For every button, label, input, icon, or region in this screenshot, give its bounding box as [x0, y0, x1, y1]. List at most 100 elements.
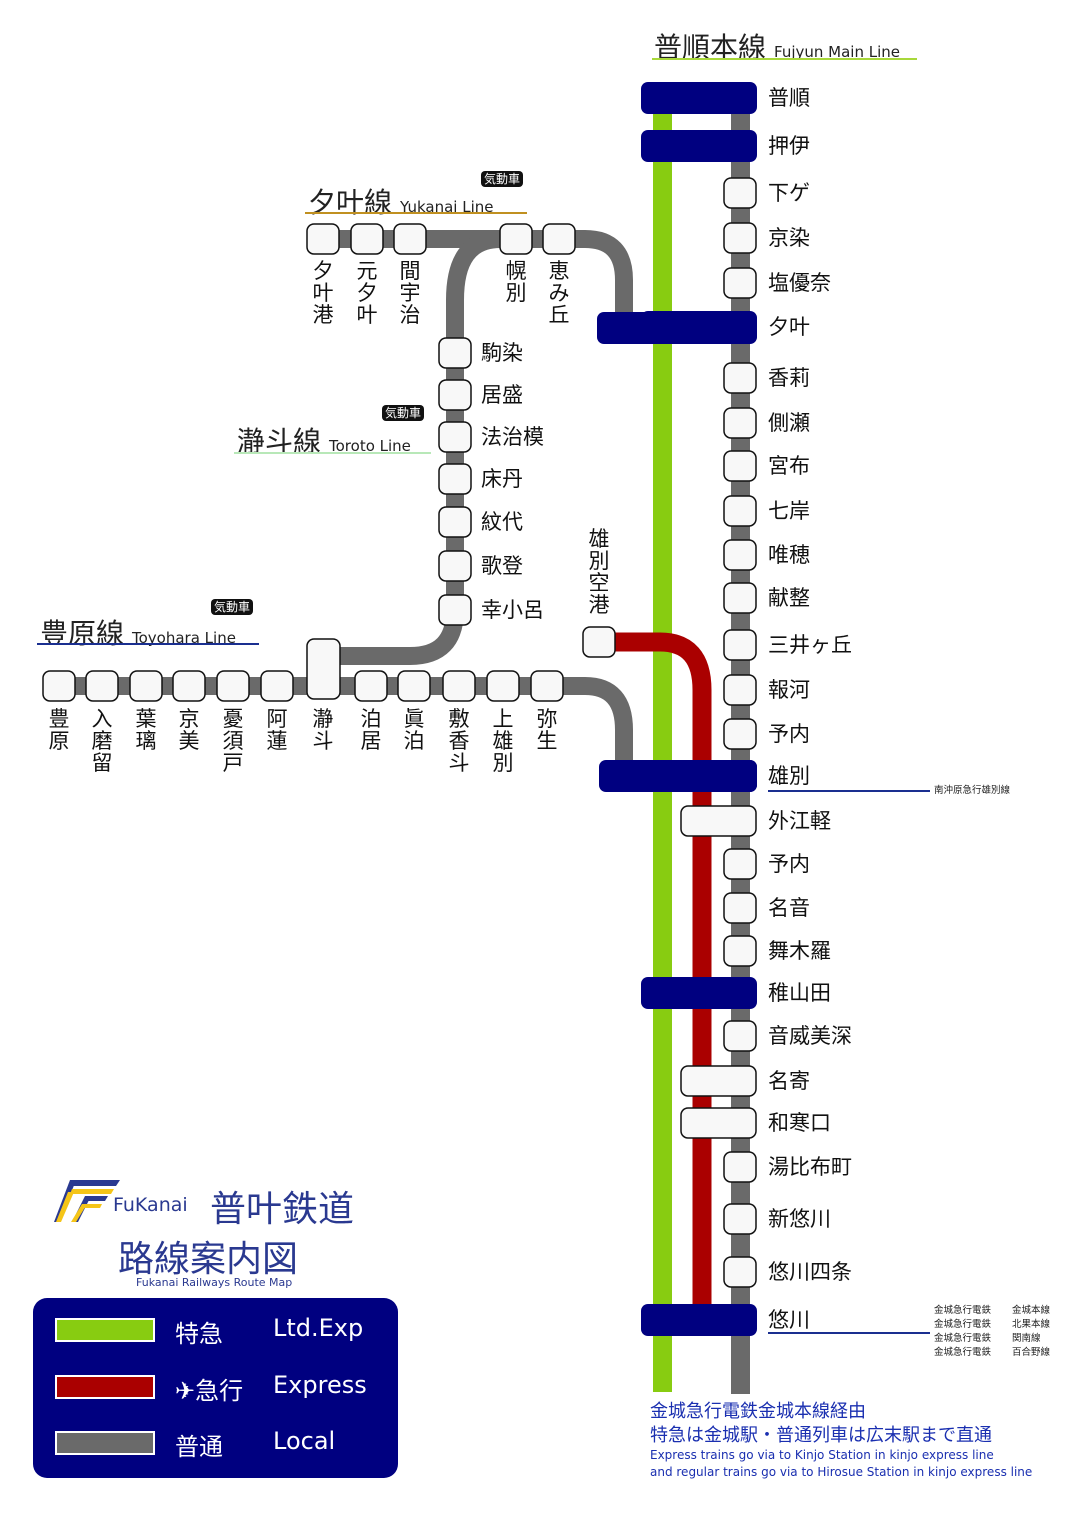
major-station-marker[interactable]	[641, 130, 757, 162]
toyohara-station-marker[interactable]	[397, 670, 431, 702]
toyohara-station-label[interactable]: 上雄別	[492, 707, 514, 775]
express-station-marker[interactable]	[680, 1107, 757, 1139]
major-station-marker[interactable]	[641, 82, 757, 114]
toroto-station-label[interactable]: 幸小呂	[481, 598, 544, 622]
toyohara-station-marker[interactable]	[85, 670, 119, 702]
toyohara-station-marker[interactable]	[129, 670, 163, 702]
station-label[interactable]: 外江軽	[768, 809, 831, 833]
station-label[interactable]: 下ゲ	[768, 181, 810, 205]
toyohara-station-marker[interactable]	[442, 670, 476, 702]
station-label[interactable]: 側瀬	[768, 411, 810, 435]
station-label[interactable]: 塩優奈	[768, 271, 831, 295]
station-label[interactable]: 京染	[768, 226, 810, 250]
local-station-marker[interactable]	[723, 450, 757, 482]
local-station-marker[interactable]	[723, 495, 757, 527]
yukanai-junction-marker[interactable]	[597, 312, 757, 344]
local-station-marker[interactable]	[723, 177, 757, 209]
toroto-station-marker[interactable]	[438, 506, 472, 538]
airport-station-marker[interactable]	[582, 626, 616, 658]
station-label[interactable]: 香莉	[768, 366, 810, 390]
yukanai-station-label[interactable]: 元夕叶	[356, 259, 378, 327]
yukanai-station-marker[interactable]	[350, 223, 384, 255]
major-station-marker[interactable]	[641, 1304, 757, 1336]
yukanai-station-label[interactable]: 幌別	[505, 259, 527, 305]
toyohara-station-label[interactable]: 豊原	[48, 707, 70, 753]
express-station-marker[interactable]	[680, 805, 757, 837]
local-station-marker[interactable]	[723, 582, 757, 614]
toyohara-station-marker[interactable]	[42, 670, 76, 702]
local-station-marker[interactable]	[723, 222, 757, 254]
station-label[interactable]: 悠川四条	[768, 1260, 852, 1284]
yukanai-station-marker[interactable]	[542, 223, 576, 255]
toyohara-station-label[interactable]: 入磨留	[91, 707, 113, 775]
toyohara-station-label[interactable]: 葉璃	[135, 707, 157, 753]
local-station-marker[interactable]	[723, 848, 757, 880]
station-label[interactable]: 音威美深	[768, 1024, 852, 1048]
local-station-marker[interactable]	[723, 407, 757, 439]
station-label[interactable]: 舞木羅	[768, 939, 831, 963]
local-station-marker[interactable]	[723, 1203, 757, 1235]
station-label[interactable]: 名寄	[768, 1069, 810, 1093]
toyohara-station-marker[interactable]	[260, 670, 294, 702]
station-label[interactable]: 押伊	[768, 134, 810, 158]
toyohara-station-marker[interactable]	[530, 670, 564, 702]
toroto-station-label[interactable]: 法治模	[481, 425, 544, 449]
toyohara-station-label[interactable]: 敷香斗	[448, 707, 470, 775]
local-station-marker[interactable]	[723, 539, 757, 571]
toroto-station-marker[interactable]	[438, 421, 472, 453]
station-label[interactable]: 報河	[768, 678, 810, 702]
toyohara-station-label[interactable]: 眞泊	[403, 707, 425, 753]
local-station-marker[interactable]	[723, 892, 757, 924]
yukanai-station-label[interactable]: 恵み丘	[548, 259, 570, 327]
station-label[interactable]: 夕叶	[768, 315, 810, 339]
toroto-station-label[interactable]: 床丹	[481, 467, 523, 491]
toyohara-junction-marker[interactable]	[306, 638, 341, 700]
station-label[interactable]: 三井ヶ丘	[768, 633, 852, 657]
yukanai-station-marker[interactable]	[393, 223, 427, 255]
station-label[interactable]: 予内	[768, 722, 810, 746]
yukanai-station-marker[interactable]	[499, 223, 533, 255]
toyohara-station-marker[interactable]	[486, 670, 520, 702]
local-station-marker[interactable]	[723, 674, 757, 706]
airport-station-label[interactable]: 雄別空港	[588, 527, 610, 617]
toroto-station-marker[interactable]	[438, 550, 472, 582]
toyohara-station-marker[interactable]	[172, 670, 206, 702]
toyohara-station-label[interactable]: 憂須戸	[222, 707, 244, 775]
local-station-marker[interactable]	[723, 1256, 757, 1288]
station-label[interactable]: 献整	[768, 586, 810, 610]
local-station-marker[interactable]	[723, 1020, 757, 1052]
toyohara-station-marker[interactable]	[354, 670, 388, 702]
toyohara-station-label[interactable]: 瀞斗	[312, 707, 334, 753]
toyohara-station-label[interactable]: 泊居	[360, 707, 382, 753]
toroto-station-label[interactable]: 居盛	[481, 383, 523, 407]
express-station-marker[interactable]	[680, 1065, 757, 1097]
toroto-station-label[interactable]: 紋代	[481, 510, 523, 534]
station-label[interactable]: 宮布	[768, 454, 810, 478]
yukanai-station-label[interactable]: 間宇治	[399, 259, 421, 327]
toroto-station-label[interactable]: 駒染	[481, 341, 523, 365]
station-label[interactable]: 普順	[768, 86, 810, 110]
station-label[interactable]: 唯穂	[768, 543, 810, 567]
toyohara-station-label[interactable]: 弥生	[536, 707, 558, 753]
station-label[interactable]: 和寒口	[768, 1111, 831, 1135]
station-label[interactable]: 悠川	[768, 1308, 810, 1332]
local-station-marker[interactable]	[723, 362, 757, 394]
local-station-marker[interactable]	[723, 1151, 757, 1183]
toroto-station-marker[interactable]	[438, 463, 472, 495]
toyohara-station-marker[interactable]	[216, 670, 250, 702]
station-label[interactable]: 新悠川	[768, 1207, 831, 1231]
toroto-station-marker[interactable]	[438, 337, 472, 369]
local-station-marker[interactable]	[723, 267, 757, 299]
major-station-marker[interactable]	[641, 977, 757, 1009]
toroto-station-label[interactable]: 歌登	[481, 554, 523, 578]
station-label[interactable]: 予内	[768, 852, 810, 876]
station-label[interactable]: 雄別	[768, 764, 810, 788]
station-label[interactable]: 湯比布町	[768, 1155, 852, 1179]
yukanai-station-label[interactable]: 夕叶港	[312, 259, 334, 327]
toroto-station-marker[interactable]	[438, 594, 472, 626]
station-label[interactable]: 七岸	[768, 499, 810, 523]
toyohara-station-label[interactable]: 京美	[178, 707, 200, 753]
local-station-marker[interactable]	[723, 935, 757, 967]
station-label[interactable]: 稚山田	[768, 981, 831, 1005]
station-label[interactable]: 名音	[768, 896, 810, 920]
